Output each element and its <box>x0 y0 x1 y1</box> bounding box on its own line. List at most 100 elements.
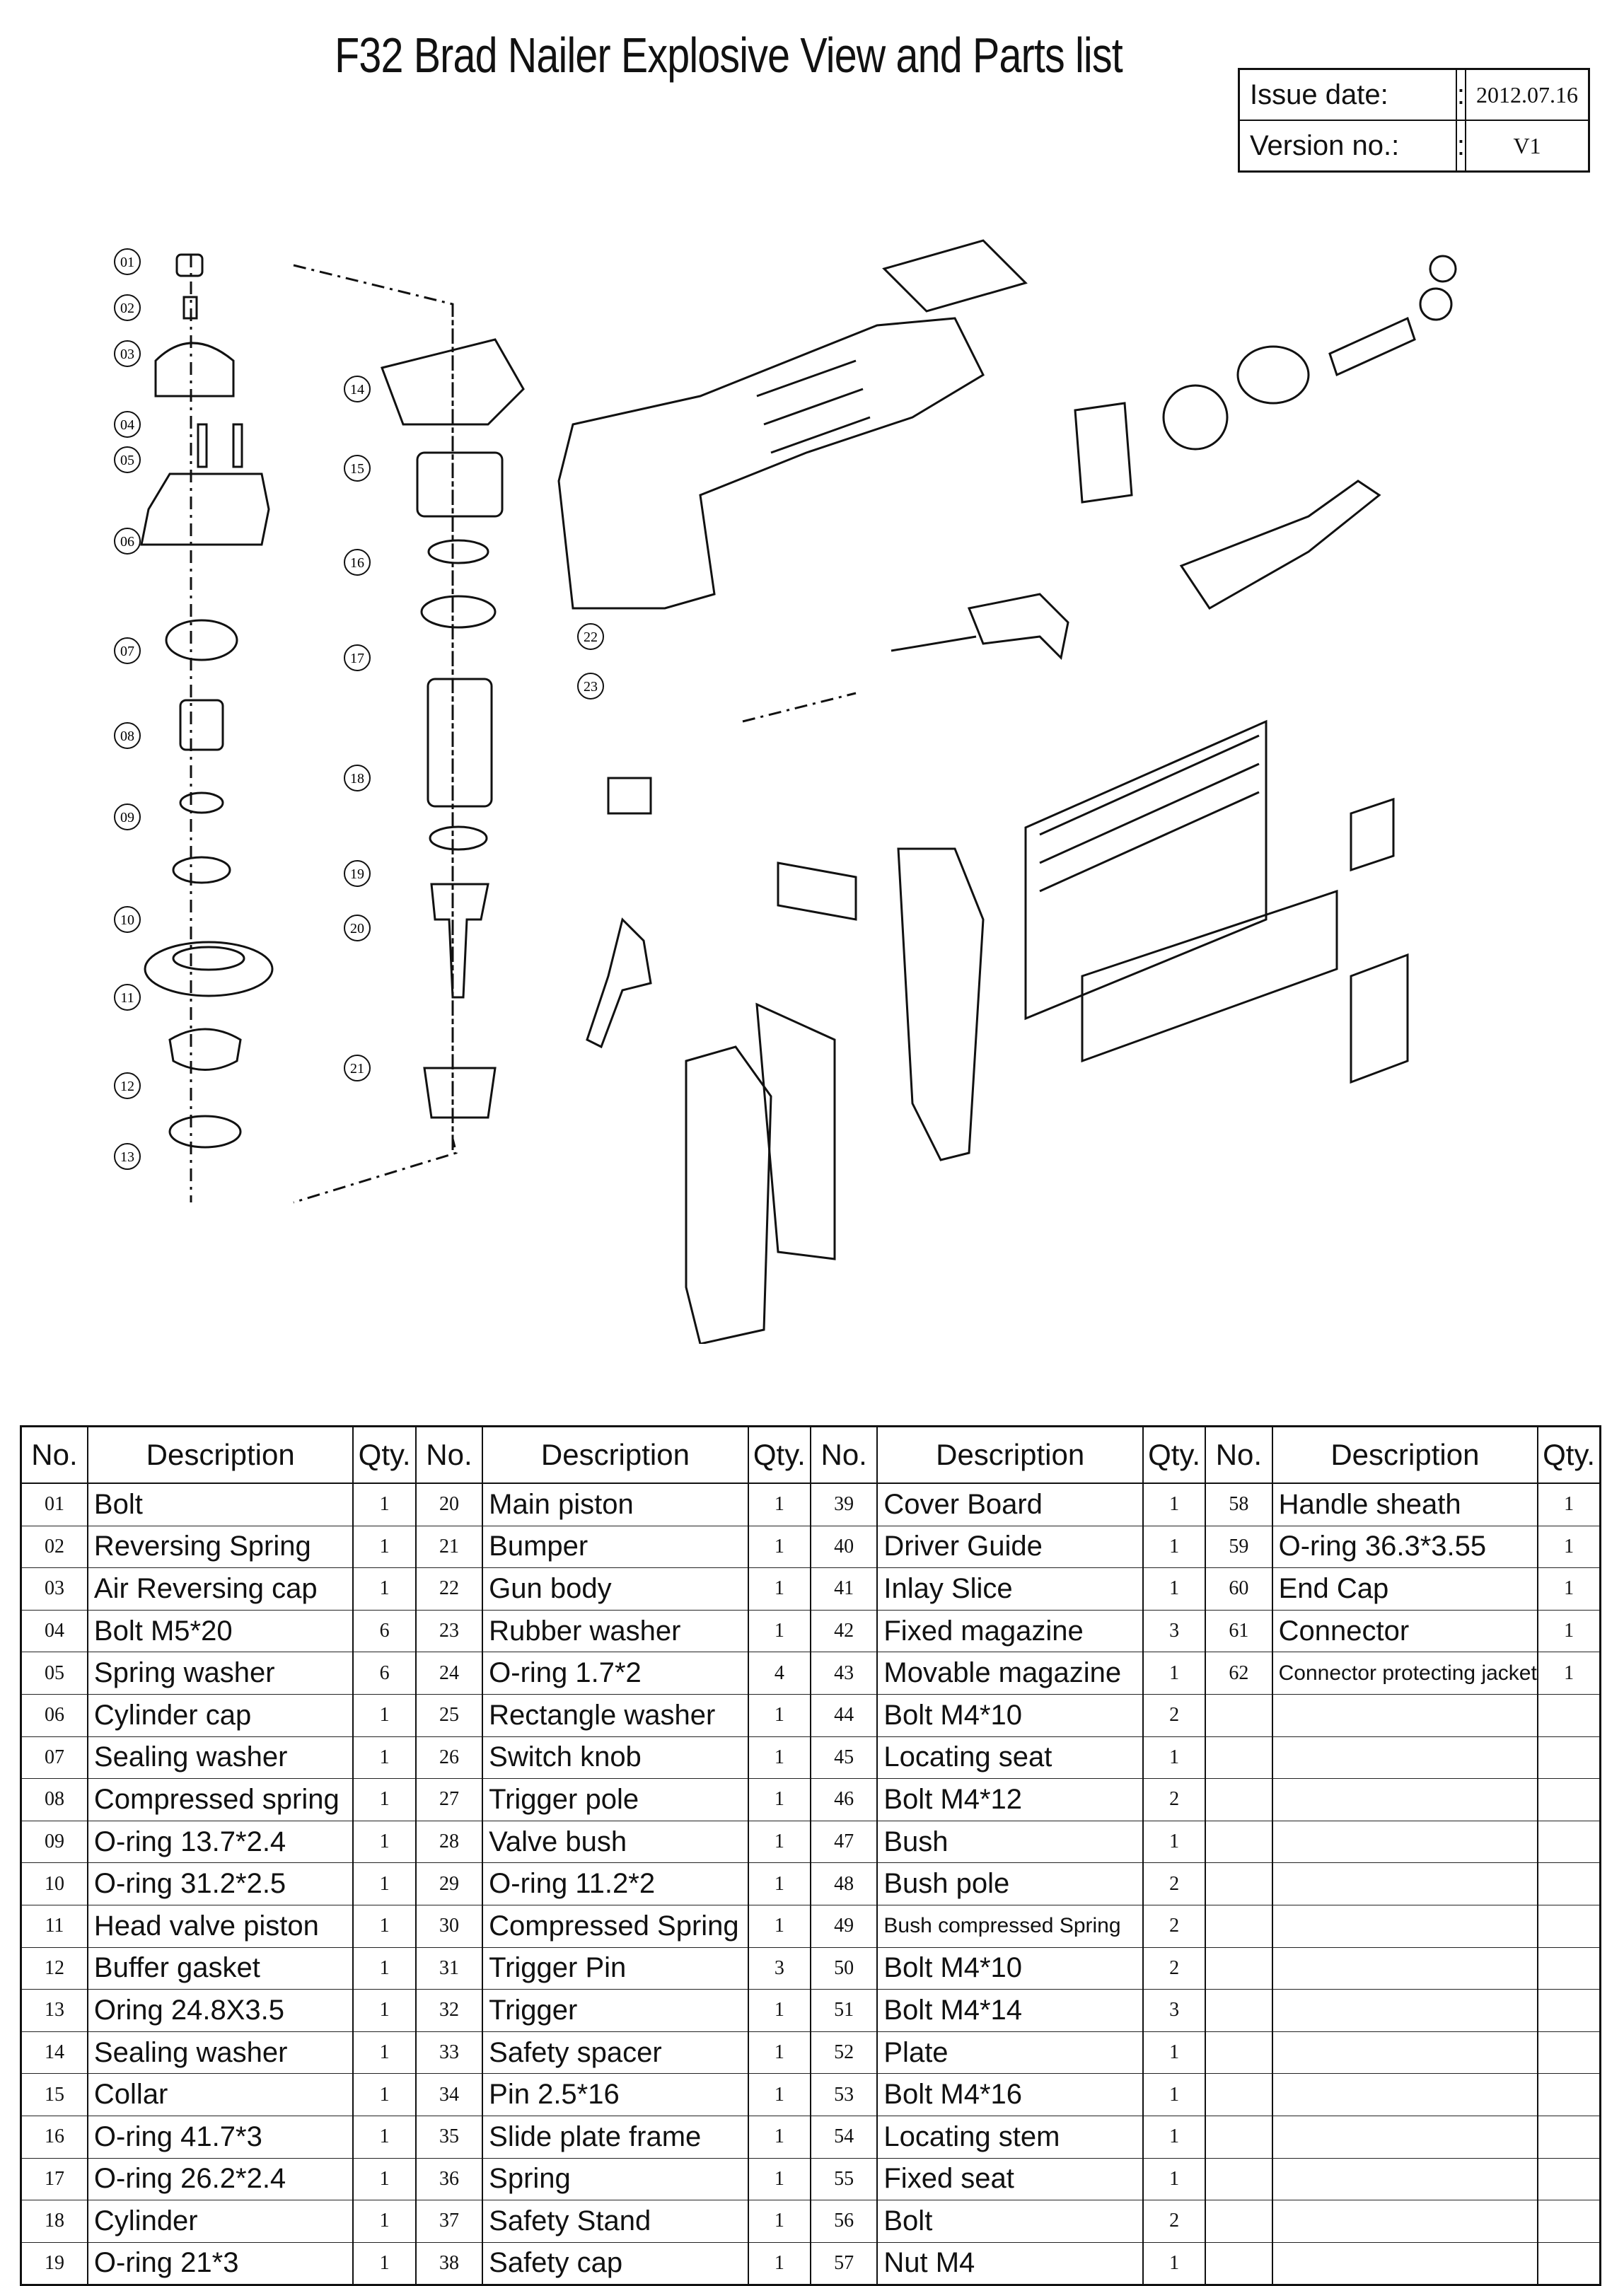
part-quantity: 1 <box>747 1525 811 1568</box>
part-number: 51 <box>809 1989 878 2032</box>
part-quantity: 6 <box>352 1609 417 1652</box>
part-description: Trigger Pin <box>482 1946 749 1990</box>
part-quantity: 1 <box>352 1525 417 1568</box>
callout-label: 08 <box>120 729 134 744</box>
part-description <box>1271 1946 1539 1990</box>
part-description: Head valve piston <box>86 1904 354 1948</box>
part-number: 21 <box>414 1525 484 1568</box>
part-number <box>1205 2073 1273 2116</box>
callout-label: 19 <box>350 866 364 882</box>
part-quantity: 1 <box>747 1862 811 1905</box>
part-quantity: 1 <box>1142 1820 1207 1863</box>
col-header-description: Description <box>876 1425 1144 1484</box>
part-quantity <box>1537 1820 1601 1863</box>
part-number: 07 <box>20 1736 88 1779</box>
part-description: Locating stem <box>876 2115 1144 2158</box>
part-description: Connector <box>1271 1609 1539 1652</box>
part-quantity: 1 <box>352 1483 417 1526</box>
part-number: 02 <box>20 1525 88 1568</box>
callout-label: 23 <box>584 679 598 695</box>
part-description: Bolt M4*16 <box>876 2073 1144 2116</box>
part-quantity: 1 <box>352 2241 417 2285</box>
part-description: O-ring 41.7*3 <box>86 2115 354 2158</box>
part-description: Safety Stand <box>482 2200 749 2243</box>
part-quantity: 1 <box>352 1989 417 2032</box>
part-number: 06 <box>20 1693 88 1737</box>
col-header-description: Description <box>482 1425 749 1484</box>
part-number: 55 <box>809 2157 878 2200</box>
part-quantity: 1 <box>747 1989 811 2032</box>
part-quantity: 1 <box>352 1820 417 1863</box>
part-number: 25 <box>414 1693 484 1737</box>
part-number: 57 <box>809 2241 878 2285</box>
part-number <box>1205 1736 1273 1779</box>
col-header-description: Description <box>1271 1425 1539 1484</box>
colon: : <box>1456 68 1466 121</box>
part-quantity: 2 <box>1142 1693 1207 1737</box>
part-description: Oring 24.8X3.5 <box>86 1989 354 2032</box>
part-description: End Cap <box>1271 1567 1539 1611</box>
callout-label: 04 <box>120 417 134 433</box>
part-description: O-ring 31.2*2.5 <box>86 1862 354 1905</box>
part-quantity: 2 <box>1142 1862 1207 1905</box>
part-number: 20 <box>414 1483 484 1526</box>
part-quantity: 3 <box>1142 1609 1207 1652</box>
part-description: Sealing washer <box>86 2031 354 2074</box>
part-description: Handle sheath <box>1271 1483 1539 1526</box>
part-description: Safety spacer <box>482 2031 749 2074</box>
part-quantity: 1 <box>747 2073 811 2116</box>
part-number: 14 <box>20 2031 88 2074</box>
part-quantity: 1 <box>1142 1652 1207 1695</box>
part-number: 36 <box>414 2157 484 2200</box>
part-description: Bolt M4*10 <box>876 1946 1144 1990</box>
part-quantity: 1 <box>352 1693 417 1737</box>
part-number: 34 <box>414 2073 484 2116</box>
part-quantity: 1 <box>352 1567 417 1611</box>
part-quantity: 1 <box>747 1693 811 1737</box>
part-description <box>1271 1904 1539 1948</box>
callout-label: 02 <box>120 301 134 316</box>
part-number: 43 <box>809 1652 878 1695</box>
table-header-row: No. Description Qty. No. Description Qty… <box>20 1425 1601 1484</box>
part-number: 04 <box>20 1609 88 1652</box>
part-quantity <box>1537 1736 1601 1779</box>
colon: : <box>1456 120 1466 173</box>
part-quantity: 1 <box>352 2073 417 2116</box>
col-header-no: No. <box>20 1425 88 1484</box>
part-description <box>1271 2157 1539 2200</box>
part-quantity: 1 <box>747 1904 811 1948</box>
part-number <box>1205 1989 1273 2032</box>
part-number <box>1205 2031 1273 2074</box>
part-number: 56 <box>809 2200 878 2243</box>
callout-label: 10 <box>120 912 134 928</box>
part-number: 44 <box>809 1693 878 1737</box>
part-number: 29 <box>414 1862 484 1905</box>
version-value: V1 <box>1465 120 1590 173</box>
part-quantity: 1 <box>1537 1652 1601 1695</box>
callout-label: 09 <box>120 810 134 825</box>
part-description: Main piston <box>482 1483 749 1526</box>
part-description: Plate <box>876 2031 1144 2074</box>
part-number: 13 <box>20 1989 88 2032</box>
part-quantity <box>1537 1904 1601 1948</box>
part-description: O-ring 13.7*2.4 <box>86 1820 354 1863</box>
part-number: 40 <box>809 1525 878 1568</box>
part-number: 16 <box>20 2115 88 2158</box>
part-number: 60 <box>1205 1567 1273 1611</box>
part-number: 10 <box>20 1862 88 1905</box>
part-number: 26 <box>414 1736 484 1779</box>
part-description: Cylinder <box>86 2200 354 2243</box>
part-number: 23 <box>414 1609 484 1652</box>
callout-label: 20 <box>350 921 364 936</box>
part-quantity: 1 <box>1142 2073 1207 2116</box>
part-quantity: 1 <box>747 1778 811 1821</box>
part-number: 12 <box>20 1946 88 1990</box>
part-quantity: 2 <box>1142 1946 1207 1990</box>
part-quantity: 4 <box>747 1652 811 1695</box>
exploded-view-diagram: 0102030405060708091011121314151617181920… <box>114 239 1457 1344</box>
